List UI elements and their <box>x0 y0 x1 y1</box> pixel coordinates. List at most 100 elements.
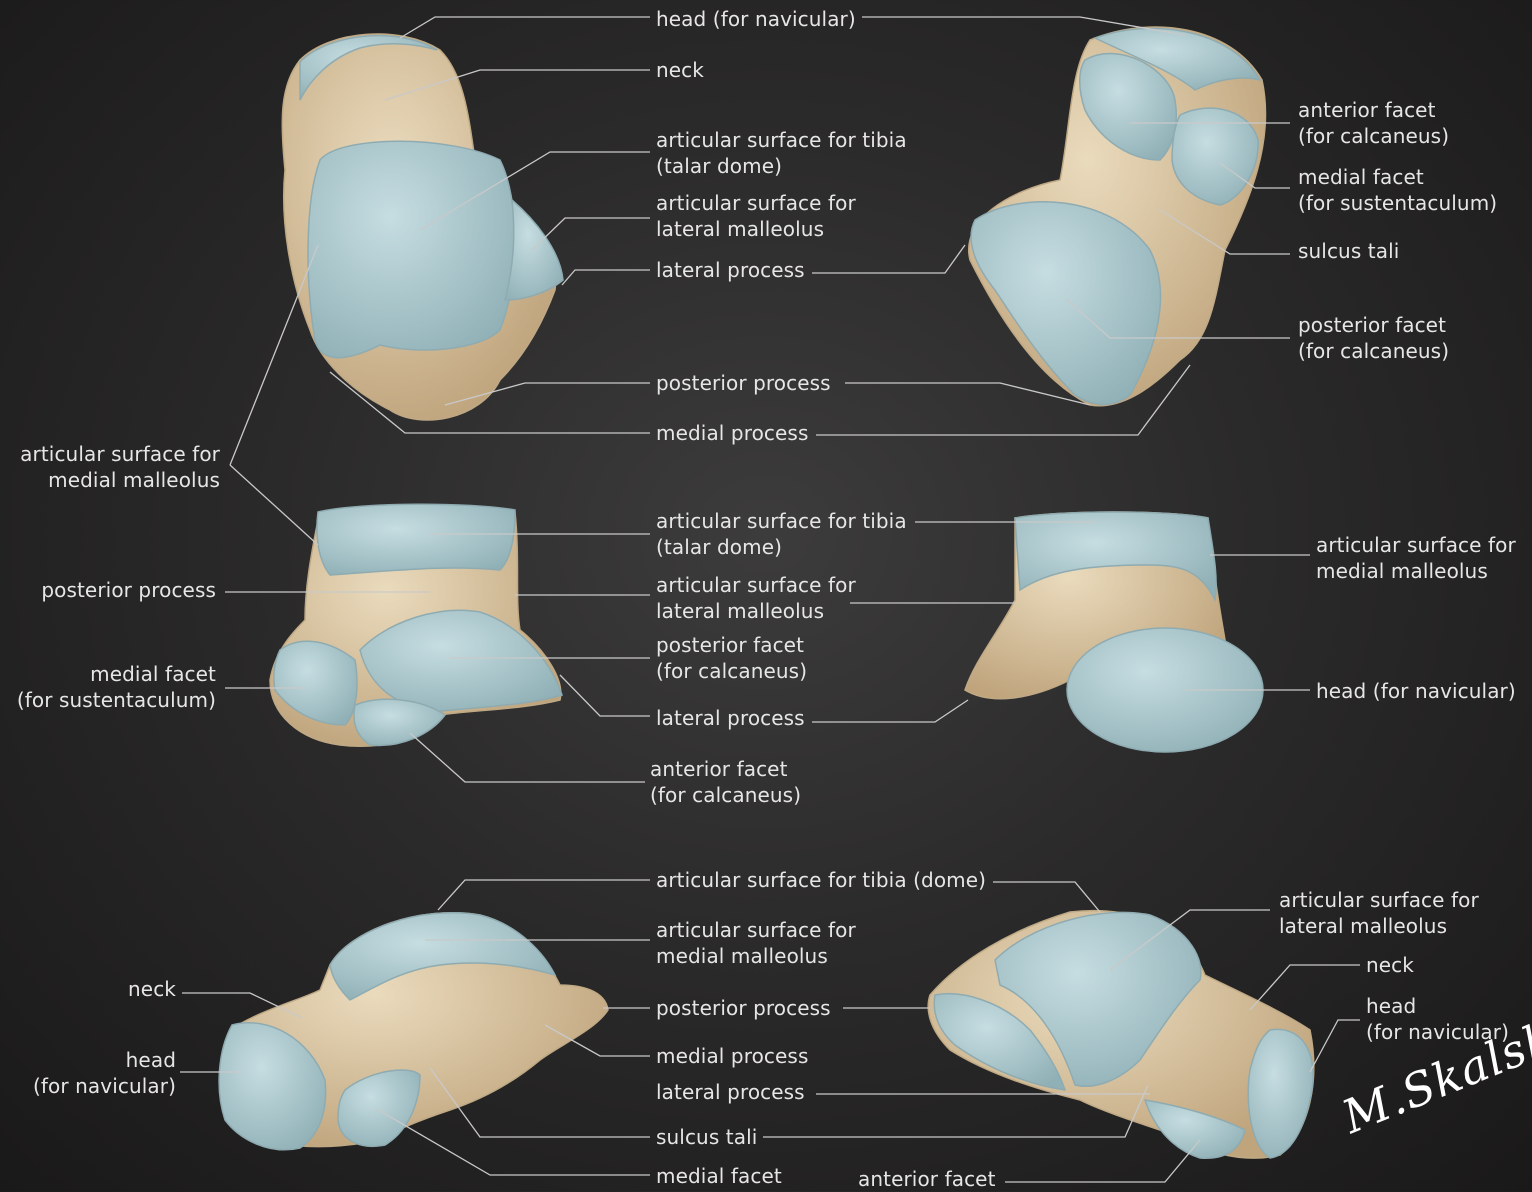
label-line: head <box>126 1048 176 1072</box>
label-posterior-process: posterior process <box>656 370 831 396</box>
label-line: posterior process <box>41 578 216 602</box>
label-neck: neck <box>128 976 176 1002</box>
label-anterior-facet: anterior facet(for calcaneus) <box>1298 97 1449 149</box>
label-line: neck <box>128 977 176 1001</box>
label-medial-facet: medial facet(for sustentaculum) <box>17 661 216 713</box>
label-line: medial facet <box>1298 165 1424 189</box>
label-sulcus-tali: sulcus tali <box>656 1124 757 1150</box>
label-articular-surface-tibia-dome: articular surface for tibia (dome) <box>656 867 986 893</box>
leader-line <box>230 245 318 465</box>
lateral-malleolus-cartilage <box>505 200 563 300</box>
label-sulcus-tali: sulcus tali <box>1298 238 1399 264</box>
label-line: articular surface for tibia <box>656 128 907 152</box>
talar-dome-cartilage <box>317 504 515 575</box>
label-lateral-process: lateral process <box>656 705 805 731</box>
label-line: sulcus tali <box>1298 239 1399 263</box>
label-posterior-process: posterior process <box>41 577 216 603</box>
label-line: posterior process <box>656 371 831 395</box>
label-head-for-navicular: head (for navicular) <box>656 6 856 32</box>
label-line: anterior facet <box>650 757 788 781</box>
label-medial-facet: medial facet(for sustentaculum) <box>1298 164 1497 216</box>
talus-superior-view <box>282 34 563 420</box>
label-line: articular surface for tibia <box>656 509 907 533</box>
leader-line <box>812 700 968 722</box>
label-line: medial facet <box>656 1164 782 1188</box>
label-line: (for navicular) <box>33 1074 176 1098</box>
label-posterior-facet: posterior facet(for calcaneus) <box>656 632 807 684</box>
leader-line <box>845 383 1090 405</box>
label-line: articular surface for <box>1316 533 1516 557</box>
label-line: (for calcaneus) <box>650 783 801 807</box>
leader-line <box>1310 1020 1360 1072</box>
label-line: head (for navicular) <box>656 7 856 31</box>
label-lateral-process: lateral process <box>656 257 805 283</box>
label-line: lateral malleolus <box>656 217 824 241</box>
label-line: lateral process <box>656 258 805 282</box>
label-line: sulcus tali <box>656 1125 757 1149</box>
label-line: neck <box>1366 953 1414 977</box>
leader-line <box>993 882 1100 912</box>
label-line: lateral process <box>656 1080 805 1104</box>
label-neck: neck <box>1366 952 1414 978</box>
talus-anterior-view <box>965 512 1263 752</box>
label-line: articular surface for <box>1279 888 1479 912</box>
label-line: posterior process <box>656 996 831 1020</box>
label-line: medial process <box>656 1044 808 1068</box>
label-line: medial facet <box>90 662 216 686</box>
label-neck: neck <box>656 57 704 83</box>
leader-line <box>560 675 650 716</box>
label-medial-process: medial process <box>656 1043 808 1069</box>
label-line: articular surface for <box>20 442 220 466</box>
label-posterior-facet: posterior facet(for calcaneus) <box>1298 312 1449 364</box>
label-line: posterior facet <box>656 633 804 657</box>
label-posterior-process: posterior process <box>656 995 831 1021</box>
leader-line <box>1005 1140 1200 1182</box>
label-anterior-facet: anterior facet(for calcaneus) <box>650 756 801 808</box>
talus-inferior-view <box>969 27 1266 406</box>
leader-line <box>230 465 318 545</box>
label-line: lateral process <box>656 706 805 730</box>
label-lateral-process: lateral process <box>656 1079 805 1105</box>
label-articular-surface-lateral-malleolus: articular surface forlateral malleolus <box>656 572 856 624</box>
label-line: lateral malleolus <box>656 599 824 623</box>
label-medial-facet: medial facet <box>656 1163 782 1189</box>
label-line: medial malleolus <box>1316 559 1488 583</box>
label-line: articular surface for tibia (dome) <box>656 868 986 892</box>
label-line: articular surface for <box>656 191 856 215</box>
label-line: (for calcaneus) <box>656 659 807 683</box>
label-articular-surface-tibia: articular surface for tibia(talar dome) <box>656 127 907 179</box>
label-line: lateral malleolus <box>1279 914 1447 938</box>
leader-line <box>1250 965 1360 1010</box>
talus-lateral-view <box>928 911 1314 1159</box>
label-line: head (for navicular) <box>1316 679 1516 703</box>
label-line: medial process <box>656 421 808 445</box>
leader-line <box>562 270 650 285</box>
leader-line <box>812 245 965 273</box>
head-cartilage <box>1248 1029 1313 1158</box>
label-medial-process: medial process <box>656 420 808 446</box>
leader-line <box>400 17 650 38</box>
label-line: anterior facet <box>1298 98 1436 122</box>
label-head-for-navicular: head (for navicular) <box>1316 678 1516 704</box>
label-line: (for sustentaculum) <box>1298 191 1497 215</box>
label-line: (for calcaneus) <box>1298 339 1449 363</box>
label-line: (talar dome) <box>656 535 782 559</box>
talus-medial-view <box>219 913 608 1150</box>
label-line: medial malleolus <box>48 468 220 492</box>
label-line: (talar dome) <box>656 154 782 178</box>
label-line: neck <box>656 58 704 82</box>
leader-line <box>438 880 650 910</box>
label-line: articular surface for <box>656 573 856 597</box>
label-anterior-facet: anterior facet <box>858 1166 996 1192</box>
talar-dome-cartilage <box>308 141 515 357</box>
label-line: (for sustentaculum) <box>17 688 216 712</box>
label-line: anterior facet <box>858 1167 996 1191</box>
label-articular-surface-tibia: articular surface for tibia(talar dome) <box>656 508 907 560</box>
label-head-for-navicular: head(for navicular) <box>33 1047 176 1099</box>
leader-line <box>410 733 645 782</box>
